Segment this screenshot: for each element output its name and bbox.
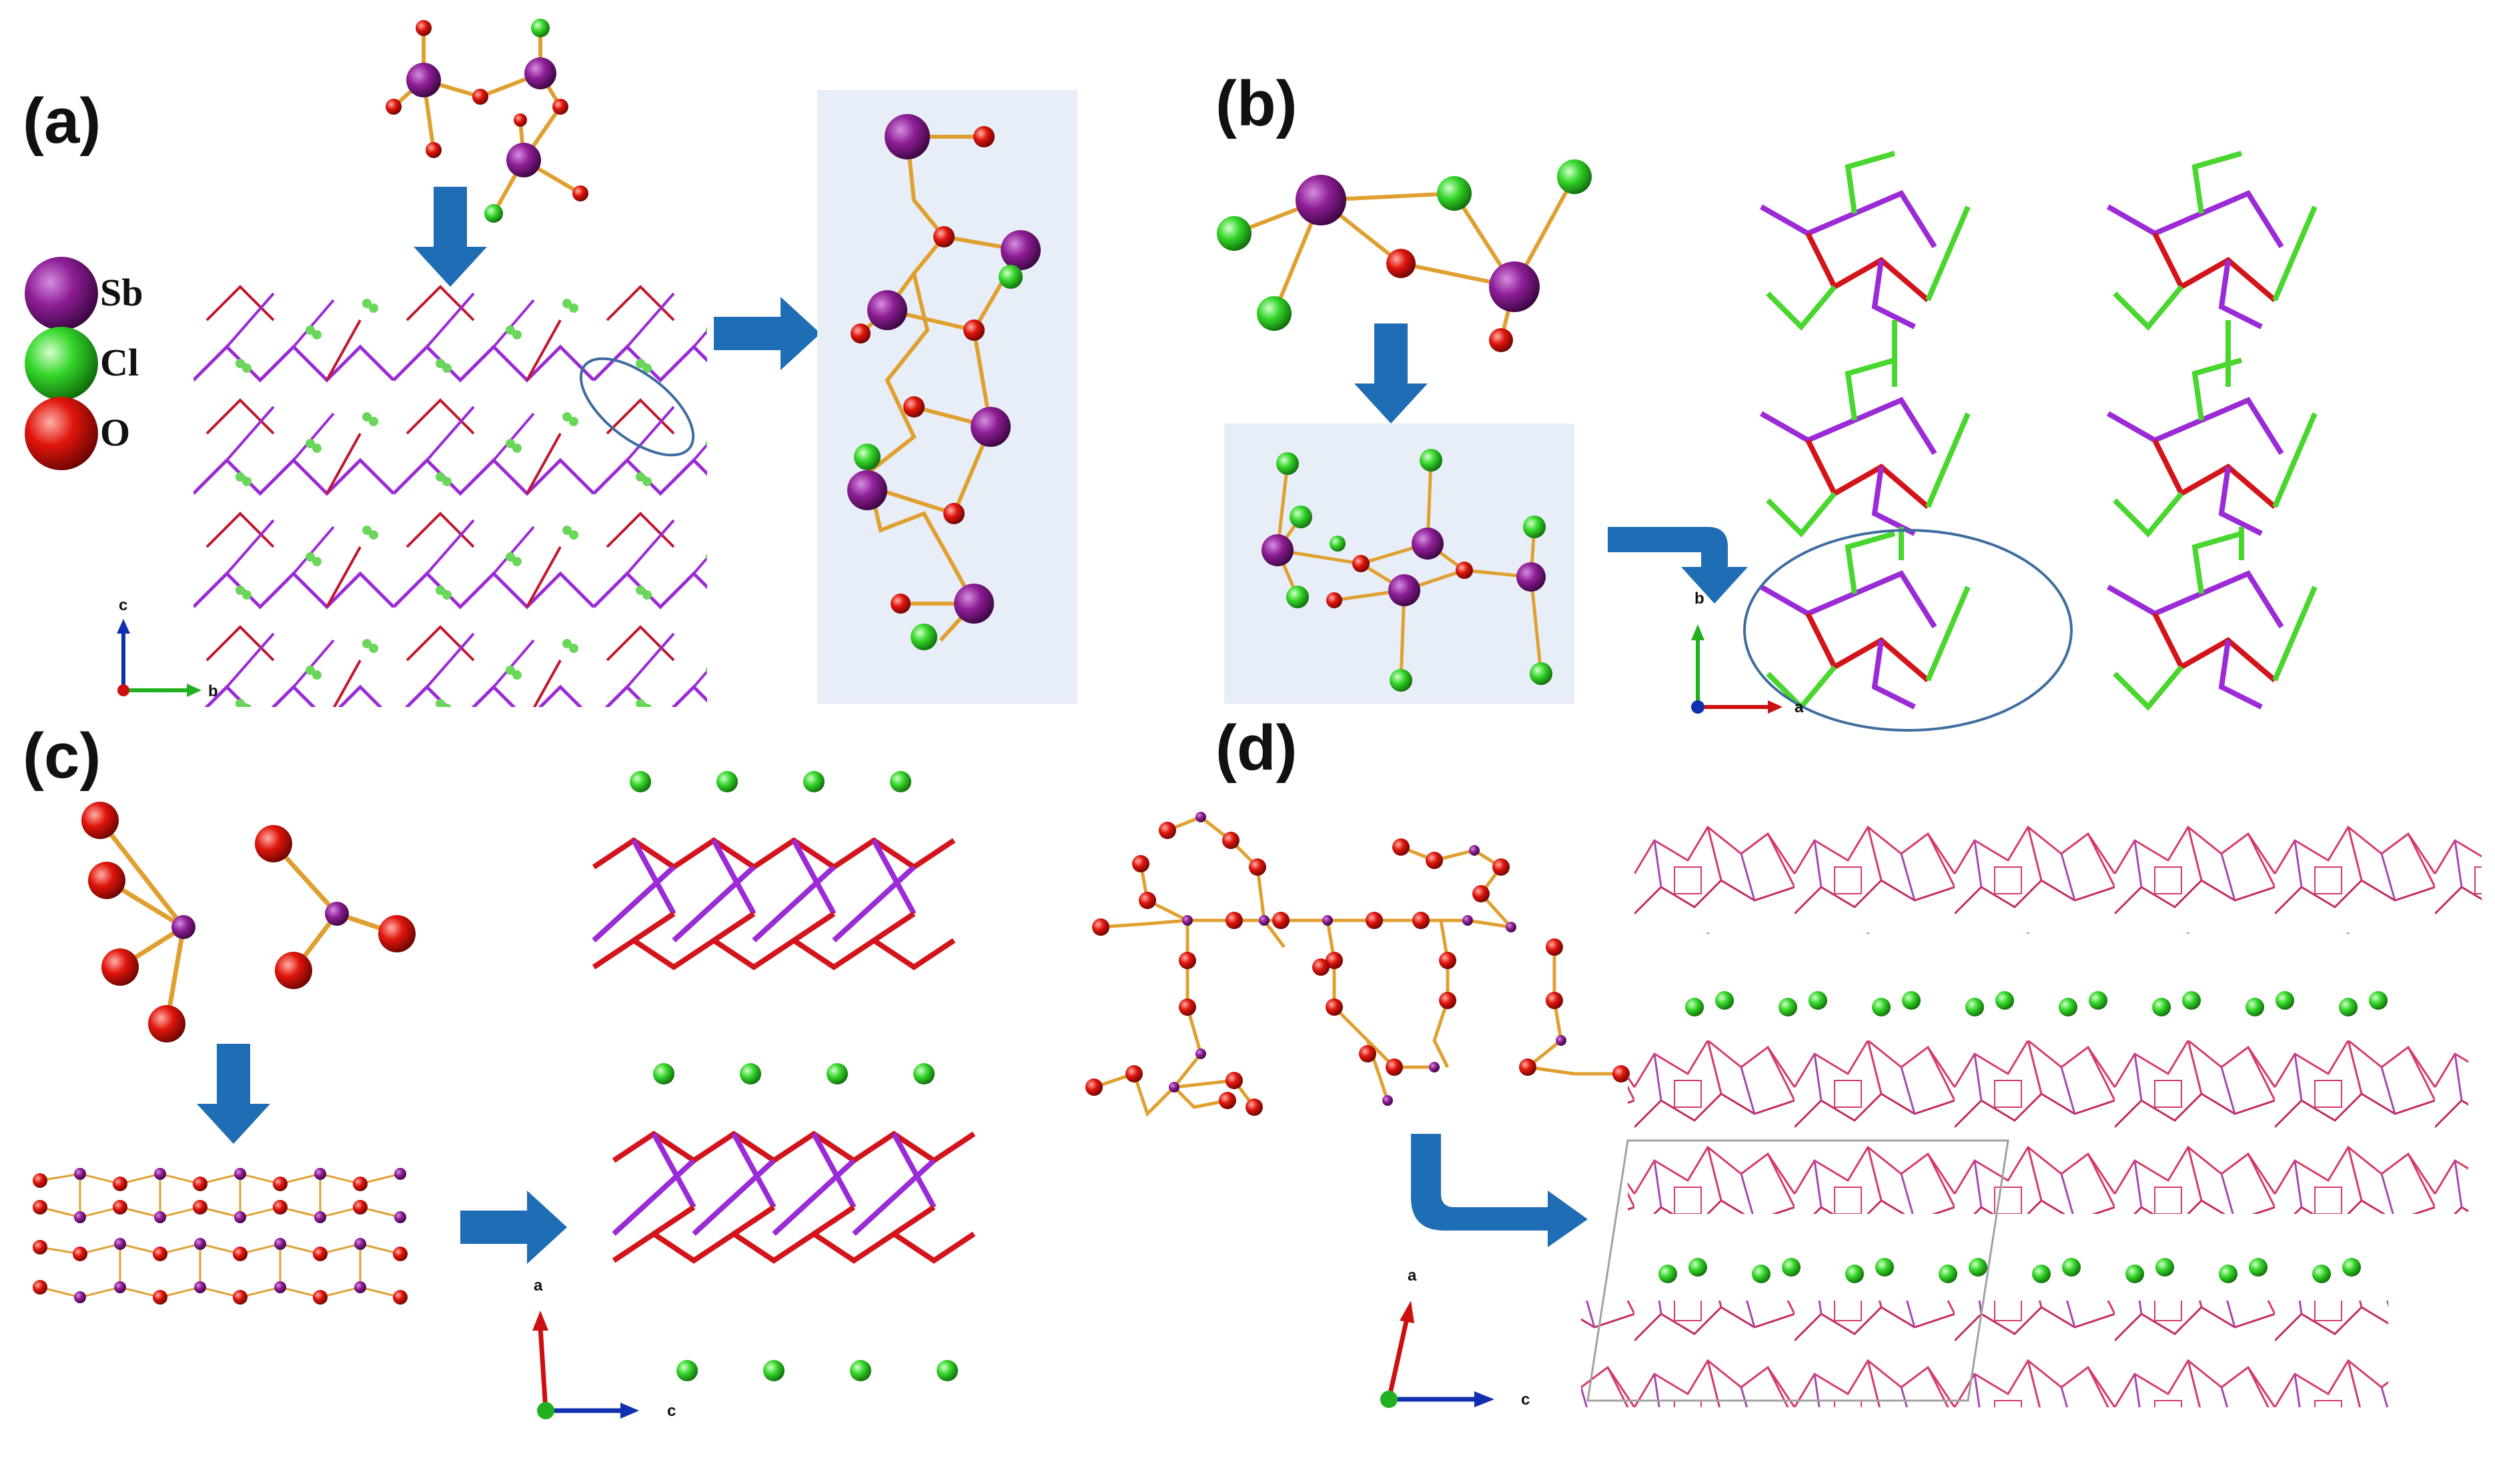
axis-b-horizontal: a [1795,698,1804,716]
right-arrow-icon [714,297,821,370]
panel-d-layer-middle [1628,1040,2468,1214]
axis-d-horizontal: c [1521,1391,1530,1409]
panel-a-highlight-ellipse [579,357,695,457]
panel-d-layer-top [1634,820,2482,934]
panel-b: b a [1217,151,2318,732]
axis-a-vertical: c [119,596,127,614]
panel-d-cl-rows [1658,991,2388,1283]
panel-label-d: (d) [1215,712,1298,784]
down-arrow-icon [1354,323,1428,424]
legend-sb-label: Sb [100,271,143,314]
panel-c-layers [592,837,976,1264]
panel-a-lattice [193,280,707,707]
axis-d-vertical: a [1408,1267,1417,1285]
panel-c-cl-rows [630,771,958,1381]
legend-cl-ball [25,327,98,400]
axis-b-vertical: b [1694,590,1704,608]
panel-c-chain-atoms [33,1168,408,1305]
legend-o-ball [25,397,98,470]
legend-sb-ball [25,257,98,330]
panel-c-chain-bonds [39,1173,401,1299]
down-arrow-icon [197,1044,270,1144]
panel-b-highlight-ellipse [1743,529,2073,732]
element-legend: Sb Cl O [25,257,143,470]
axis-triad-icon: b a [1691,590,1804,716]
panel-a-inset [817,90,1077,704]
down-arrow-icon [414,187,487,287]
axis-triad-icon: c b [117,596,218,700]
axis-triad-icon: a c [532,1277,676,1420]
panel-d-fragment-atoms [1085,812,1630,1116]
axis-c-vertical: a [534,1277,543,1295]
legend-o-label: O [100,411,130,454]
panel-b-network [1760,151,2318,711]
panel-c-units-bonds [98,818,398,1024]
bent-arrow-icon [1411,1134,1588,1247]
panel-label-a: (a) [23,85,101,157]
panel-d-unit-cell [1586,1139,2009,1402]
panel-a-top-molecule [392,28,582,215]
axis-c-horizontal: c [667,1402,676,1420]
panel-c: a c [33,771,976,1420]
panel-d-fragment-bonds [1093,815,1621,1117]
panel-label-c: (c) [23,720,101,792]
legend-cl-label: Cl [100,341,139,384]
axis-triad-icon: a c [1380,1267,1530,1409]
panel-a: c b [117,19,1077,707]
axis-a-horizontal: b [208,682,218,700]
bent-arrow-icon [1608,527,1748,604]
right-arrow-icon [460,1191,567,1264]
panel-label-b: (b) [1215,68,1298,139]
panel-d: a c [1085,812,2482,1409]
panel-d-layer-bottom [1581,1301,2388,1407]
